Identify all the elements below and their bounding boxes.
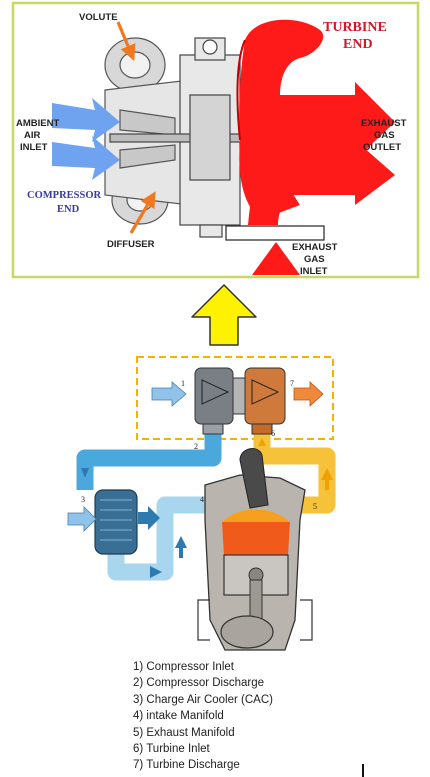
center-housing bbox=[109, 37, 261, 238]
ambient-air-inlet-arrows bbox=[52, 98, 120, 180]
label-volute: VOLUTE bbox=[79, 12, 118, 23]
label-compressor-end-line2: END bbox=[57, 204, 80, 215]
label-turbine-end-line2: END bbox=[343, 37, 373, 52]
turbine-inlet-flange bbox=[225, 225, 325, 241]
cac-outlet-arrow bbox=[138, 506, 160, 530]
turbine-lower-exhaust bbox=[248, 140, 395, 225]
charge-air-cooler bbox=[94, 489, 138, 555]
legend-item-6: 6) Turbine Inlet bbox=[133, 743, 210, 756]
marker-2: 2 bbox=[194, 442, 198, 451]
hot-pipe-to-turbine bbox=[253, 430, 336, 514]
crankshaft bbox=[220, 615, 274, 649]
engine-block bbox=[197, 448, 313, 651]
turbo-cutaway-panel: VOLUTE TURBINE END AMBIENT AIR INLET COM… bbox=[11, 1, 420, 279]
legend-item-4: 4) intake Manifold bbox=[133, 710, 224, 723]
label-exhaust-outlet-line3: OUTLET bbox=[363, 142, 401, 153]
cold-pipe-to-intake bbox=[107, 496, 210, 581]
label-exhaust-inlet-line3: INLET bbox=[300, 266, 328, 277]
turbine-discharge-arrow bbox=[293, 381, 324, 407]
label-ambient-line3: INLET bbox=[20, 142, 48, 153]
label-exhaust-inlet-line1: EXHAUST bbox=[292, 242, 338, 253]
intake-flow-arrow bbox=[175, 536, 187, 558]
exhaust-gas-inlet-arrow bbox=[252, 242, 300, 275]
legend-item-3: 3) Charge Air Cooler (CAC) bbox=[133, 693, 273, 706]
marker-5: 5 bbox=[313, 502, 317, 511]
marker-4: 4 bbox=[200, 495, 204, 504]
label-exhaust-inlet-line2: GAS bbox=[304, 254, 325, 265]
label-ambient-line1: AMBIENT bbox=[16, 118, 59, 129]
compressor-inlet-arrow bbox=[151, 381, 187, 407]
engine-diagram: 1 2 3 4 5 6 7 bbox=[67, 356, 336, 651]
marker-7: 7 bbox=[290, 379, 294, 388]
cold-down-arrow bbox=[81, 468, 89, 478]
connecting-rod bbox=[249, 579, 263, 621]
marker-1: 1 bbox=[181, 379, 185, 388]
label-exhaust-outlet-line2: GAS bbox=[374, 130, 395, 141]
label-diffuser: DIFFUSER bbox=[107, 239, 155, 250]
legend-item-5: 5) Exhaust Manifold bbox=[133, 726, 235, 739]
yellow-up-arrow bbox=[191, 284, 257, 346]
cold-return-arrow bbox=[150, 566, 162, 578]
hot-up-arrow bbox=[258, 438, 266, 446]
combustion-flame bbox=[222, 522, 290, 555]
label-turbine-end-line1: TURBINE bbox=[323, 20, 387, 35]
legend-item-2: 2) Compressor Discharge bbox=[133, 677, 265, 690]
volute-leader-arrow bbox=[116, 21, 136, 61]
legend-list: 1) Compressor Inlet 2) Compressor Discha… bbox=[133, 659, 363, 774]
label-exhaust-outlet-line1: EXHAUST bbox=[361, 118, 407, 129]
diffuser-leader-arrow bbox=[129, 191, 156, 234]
exhaust-up-arrow bbox=[321, 468, 333, 490]
marker-3: 3 bbox=[81, 495, 85, 504]
cac-inlet-arrow bbox=[67, 506, 97, 532]
turbo-dashed-box bbox=[136, 356, 334, 440]
text-cursor-mark bbox=[362, 764, 364, 777]
label-compressor-end-line1: COMPRESSOR bbox=[27, 190, 102, 201]
turbo-unit bbox=[194, 367, 286, 435]
marker-6: 6 bbox=[271, 429, 275, 438]
label-ambient-line2: AIR bbox=[24, 130, 41, 141]
legend-item-1: 1) Compressor Inlet bbox=[133, 661, 234, 673]
legend-item-7: 7) Turbine Discharge bbox=[133, 759, 240, 772]
